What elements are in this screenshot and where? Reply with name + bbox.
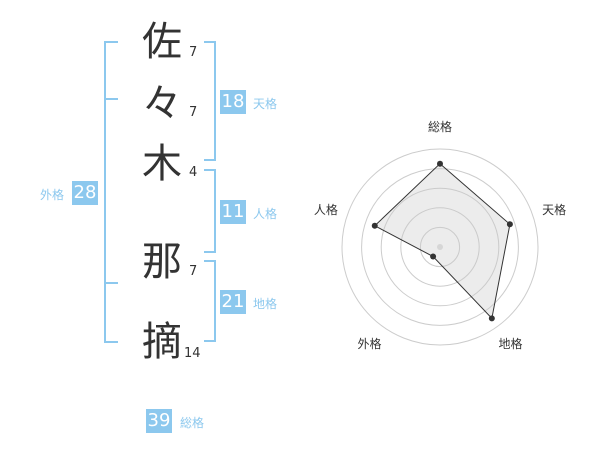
gaikaku-label: 外格 (40, 188, 65, 202)
stroke-count-3: 4 (189, 165, 198, 180)
jinkaku-bracket (204, 169, 216, 253)
radar-axis-label-2: 天格 (542, 202, 566, 217)
chikaku-label: 地格 (253, 297, 278, 311)
name-char-2: 々 (142, 81, 182, 127)
radar-point-5 (371, 222, 378, 229)
name-char-5: 摘 (142, 319, 182, 365)
name-char-3: 木 (142, 141, 182, 187)
gaikaku-mid-tick-1 (104, 98, 118, 100)
gaikaku-mid-tick-2 (104, 282, 118, 284)
radar-axis-label-1: 総格 (428, 119, 452, 134)
stroke-count-5: 14 (184, 346, 201, 361)
radar-ring-4 (361, 168, 519, 326)
stroke-count-1: 7 (189, 45, 198, 60)
radar-point-1 (437, 160, 443, 167)
tenkaku-value: 18 (220, 90, 246, 114)
radar-point-3 (488, 315, 495, 322)
chikaku-value: 21 (220, 290, 246, 314)
tenkaku-bracket (204, 41, 216, 161)
name-char-1: 佐 (142, 19, 182, 65)
chikaku-bracket (204, 260, 216, 342)
radar-point-2 (506, 221, 513, 228)
radar-axis-label-5: 人格 (314, 202, 338, 217)
radar-ring-3 (380, 187, 500, 307)
soukaku-value: 39 (146, 409, 172, 433)
tenkaku-label: 天格 (253, 97, 278, 111)
soukaku-label: 総格 (180, 416, 205, 430)
name-char-4: 那 (142, 239, 182, 285)
radar-center (437, 244, 443, 250)
radar-ring-1 (419, 226, 461, 268)
gaikaku-bracket (104, 41, 118, 343)
radar-ring-2 (400, 207, 480, 287)
radar-data-polygon (373, 163, 511, 320)
radar-ring-5 (341, 148, 539, 346)
stroke-count-4: 7 (189, 264, 198, 279)
radar-axis-label-4: 外格 (357, 336, 381, 351)
radar-point-4 (430, 253, 437, 260)
radar-axis-label-3: 地格 (499, 336, 523, 351)
gaikaku-value: 28 (72, 181, 98, 205)
stroke-count-2: 7 (189, 105, 198, 120)
jinkaku-label: 人格 (253, 207, 278, 221)
jinkaku-value: 11 (220, 200, 246, 224)
